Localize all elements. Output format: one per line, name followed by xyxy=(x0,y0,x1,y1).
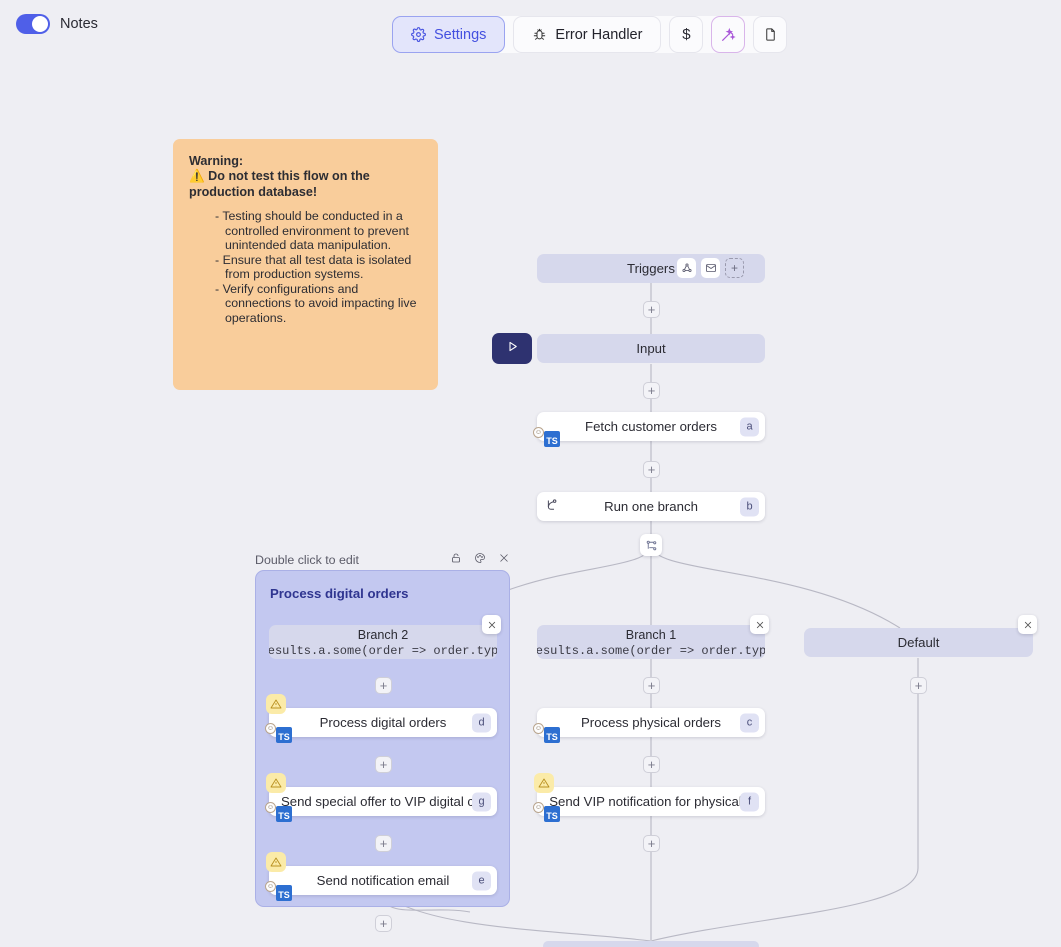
remove-branch-button[interactable] xyxy=(482,615,501,634)
note-title: Warning: ⚠️ Do not test this flow on the… xyxy=(189,154,422,200)
node-letter-badge: a xyxy=(740,417,759,436)
node-letter-badge: b xyxy=(740,497,759,516)
add-step-button[interactable]: + xyxy=(375,915,392,932)
node-label: Send notification email xyxy=(316,873,450,888)
bug-icon xyxy=(532,27,547,42)
document-icon xyxy=(763,27,778,42)
triggers-node[interactable]: Triggers + xyxy=(537,254,765,283)
document-button[interactable] xyxy=(753,16,788,53)
input-node[interactable]: Input xyxy=(537,334,765,363)
node-label: Process digital orders xyxy=(319,715,447,730)
settings-button-label: Settings xyxy=(434,26,487,43)
add-step-button[interactable]: + xyxy=(375,835,392,852)
node-label: Process physical orders xyxy=(581,715,721,730)
add-step-button[interactable]: + xyxy=(375,677,392,694)
notes-label: Notes xyxy=(60,16,98,32)
add-step-button[interactable]: + xyxy=(643,756,660,773)
dollar-icon: $ xyxy=(682,26,691,43)
group-title: Process digital orders xyxy=(270,586,409,601)
notes-toggle[interactable] xyxy=(16,14,50,34)
node-letter-badge: f xyxy=(740,792,759,811)
webhook-icon[interactable] xyxy=(677,258,696,278)
list-item: - Verify configurations and connections … xyxy=(215,281,417,325)
branch-node-1[interactable]: Branch 1 results.a.some(order => order.t… xyxy=(537,625,765,659)
warning-icon[interactable] xyxy=(266,852,286,872)
node-send-vip-notification[interactable]: TS☺ Send VIP notification for physical..… xyxy=(533,787,765,822)
warning-icon[interactable] xyxy=(266,694,286,714)
node-process-digital-orders[interactable]: TS☺ Process digital orders d xyxy=(265,708,497,743)
toggle-knob xyxy=(32,16,48,32)
palette-icon[interactable] xyxy=(474,551,486,569)
branch-name: Branch 1 xyxy=(625,628,677,642)
node-label: Send VIP notification for physical... xyxy=(549,794,753,809)
node-letter-badge: e xyxy=(472,871,491,890)
group-container[interactable] xyxy=(255,570,510,907)
node-label: Fetch customer orders xyxy=(585,419,717,434)
close-icon[interactable] xyxy=(498,551,510,569)
node-fetch-customer-orders[interactable]: TS☺ Fetch customer orders a xyxy=(533,412,765,447)
note-title-line2: ⚠️ Do not test this flow on the producti… xyxy=(189,169,370,199)
remove-branch-button[interactable] xyxy=(1018,615,1037,634)
top-toolbar: Notes Settings Erro xyxy=(0,0,1061,62)
node-label: Run one branch xyxy=(604,499,698,514)
node-send-notification-email[interactable]: TS☺ Send notification email e xyxy=(265,866,497,901)
node-process-physical-orders[interactable]: TS☺ Process physical orders c xyxy=(533,708,765,743)
warning-note[interactable]: Warning: ⚠️ Do not test this flow on the… xyxy=(173,139,438,390)
list-item: - Ensure that all test data is isolated … xyxy=(215,252,412,282)
run-flow-button[interactable] xyxy=(492,333,532,364)
node-label: Send special offer to VIP digital c... xyxy=(280,794,486,809)
lock-icon[interactable] xyxy=(450,551,462,569)
settings-button[interactable]: Settings xyxy=(392,16,506,53)
add-step-button[interactable]: + xyxy=(643,677,660,694)
list-item: - Testing should be conducted in a contr… xyxy=(215,209,409,253)
flow-split-icon[interactable] xyxy=(640,534,662,556)
notes-toggle-group[interactable]: Notes xyxy=(16,14,98,34)
error-handler-button[interactable]: Error Handler xyxy=(513,16,662,53)
warning-icon[interactable] xyxy=(266,773,286,793)
add-step-button[interactable]: + xyxy=(643,835,660,852)
warning-icon[interactable] xyxy=(534,773,554,793)
group-header[interactable]: Double click to edit xyxy=(255,551,510,569)
add-step-button[interactable]: + xyxy=(643,382,660,399)
toolbar-button-group: Settings Error Handler $ xyxy=(392,16,788,53)
magic-button[interactable] xyxy=(711,16,746,53)
group-header-label: Double click to edit xyxy=(255,553,359,567)
cost-button[interactable]: $ xyxy=(669,16,704,53)
gear-icon xyxy=(411,27,426,42)
node-letter-badge: g xyxy=(472,792,491,811)
branch-node-default[interactable]: Default xyxy=(804,628,1033,657)
error-handler-button-label: Error Handler xyxy=(555,26,643,43)
branch-name: Branch 2 xyxy=(357,628,409,642)
node-send-special-offer[interactable]: TS☺ Send special offer to VIP digital c.… xyxy=(265,787,497,822)
branch-node-2[interactable]: Branch 2 results.a.some(order => order.t… xyxy=(269,625,497,659)
node-letter-badge: c xyxy=(740,713,759,732)
branch-condition: results.a.some(order => order.type xyxy=(537,643,765,658)
add-trigger-icon[interactable]: + xyxy=(725,258,744,278)
add-step-button[interactable]: + xyxy=(375,756,392,773)
add-step-button[interactable]: + xyxy=(910,677,927,694)
branch-icon xyxy=(544,498,559,516)
play-icon xyxy=(505,339,520,359)
envelope-icon[interactable] xyxy=(701,258,720,278)
node-letter-badge: d xyxy=(472,713,491,732)
add-step-button[interactable]: + xyxy=(643,301,660,318)
branch-name: Default xyxy=(897,635,940,650)
note-title-line1: Warning: xyxy=(189,154,244,168)
remove-branch-button[interactable] xyxy=(750,615,769,634)
magic-wand-icon xyxy=(720,27,737,43)
add-step-button[interactable]: + xyxy=(643,461,660,478)
input-node-label: Input xyxy=(636,341,666,356)
note-bullet-list: - Testing should be conducted in a contr… xyxy=(203,209,422,325)
node-run-one-branch[interactable]: Run one branch b xyxy=(537,492,765,521)
branch-condition: results.a.some(order => order.type xyxy=(269,643,497,658)
triggers-label: Triggers xyxy=(627,261,675,276)
